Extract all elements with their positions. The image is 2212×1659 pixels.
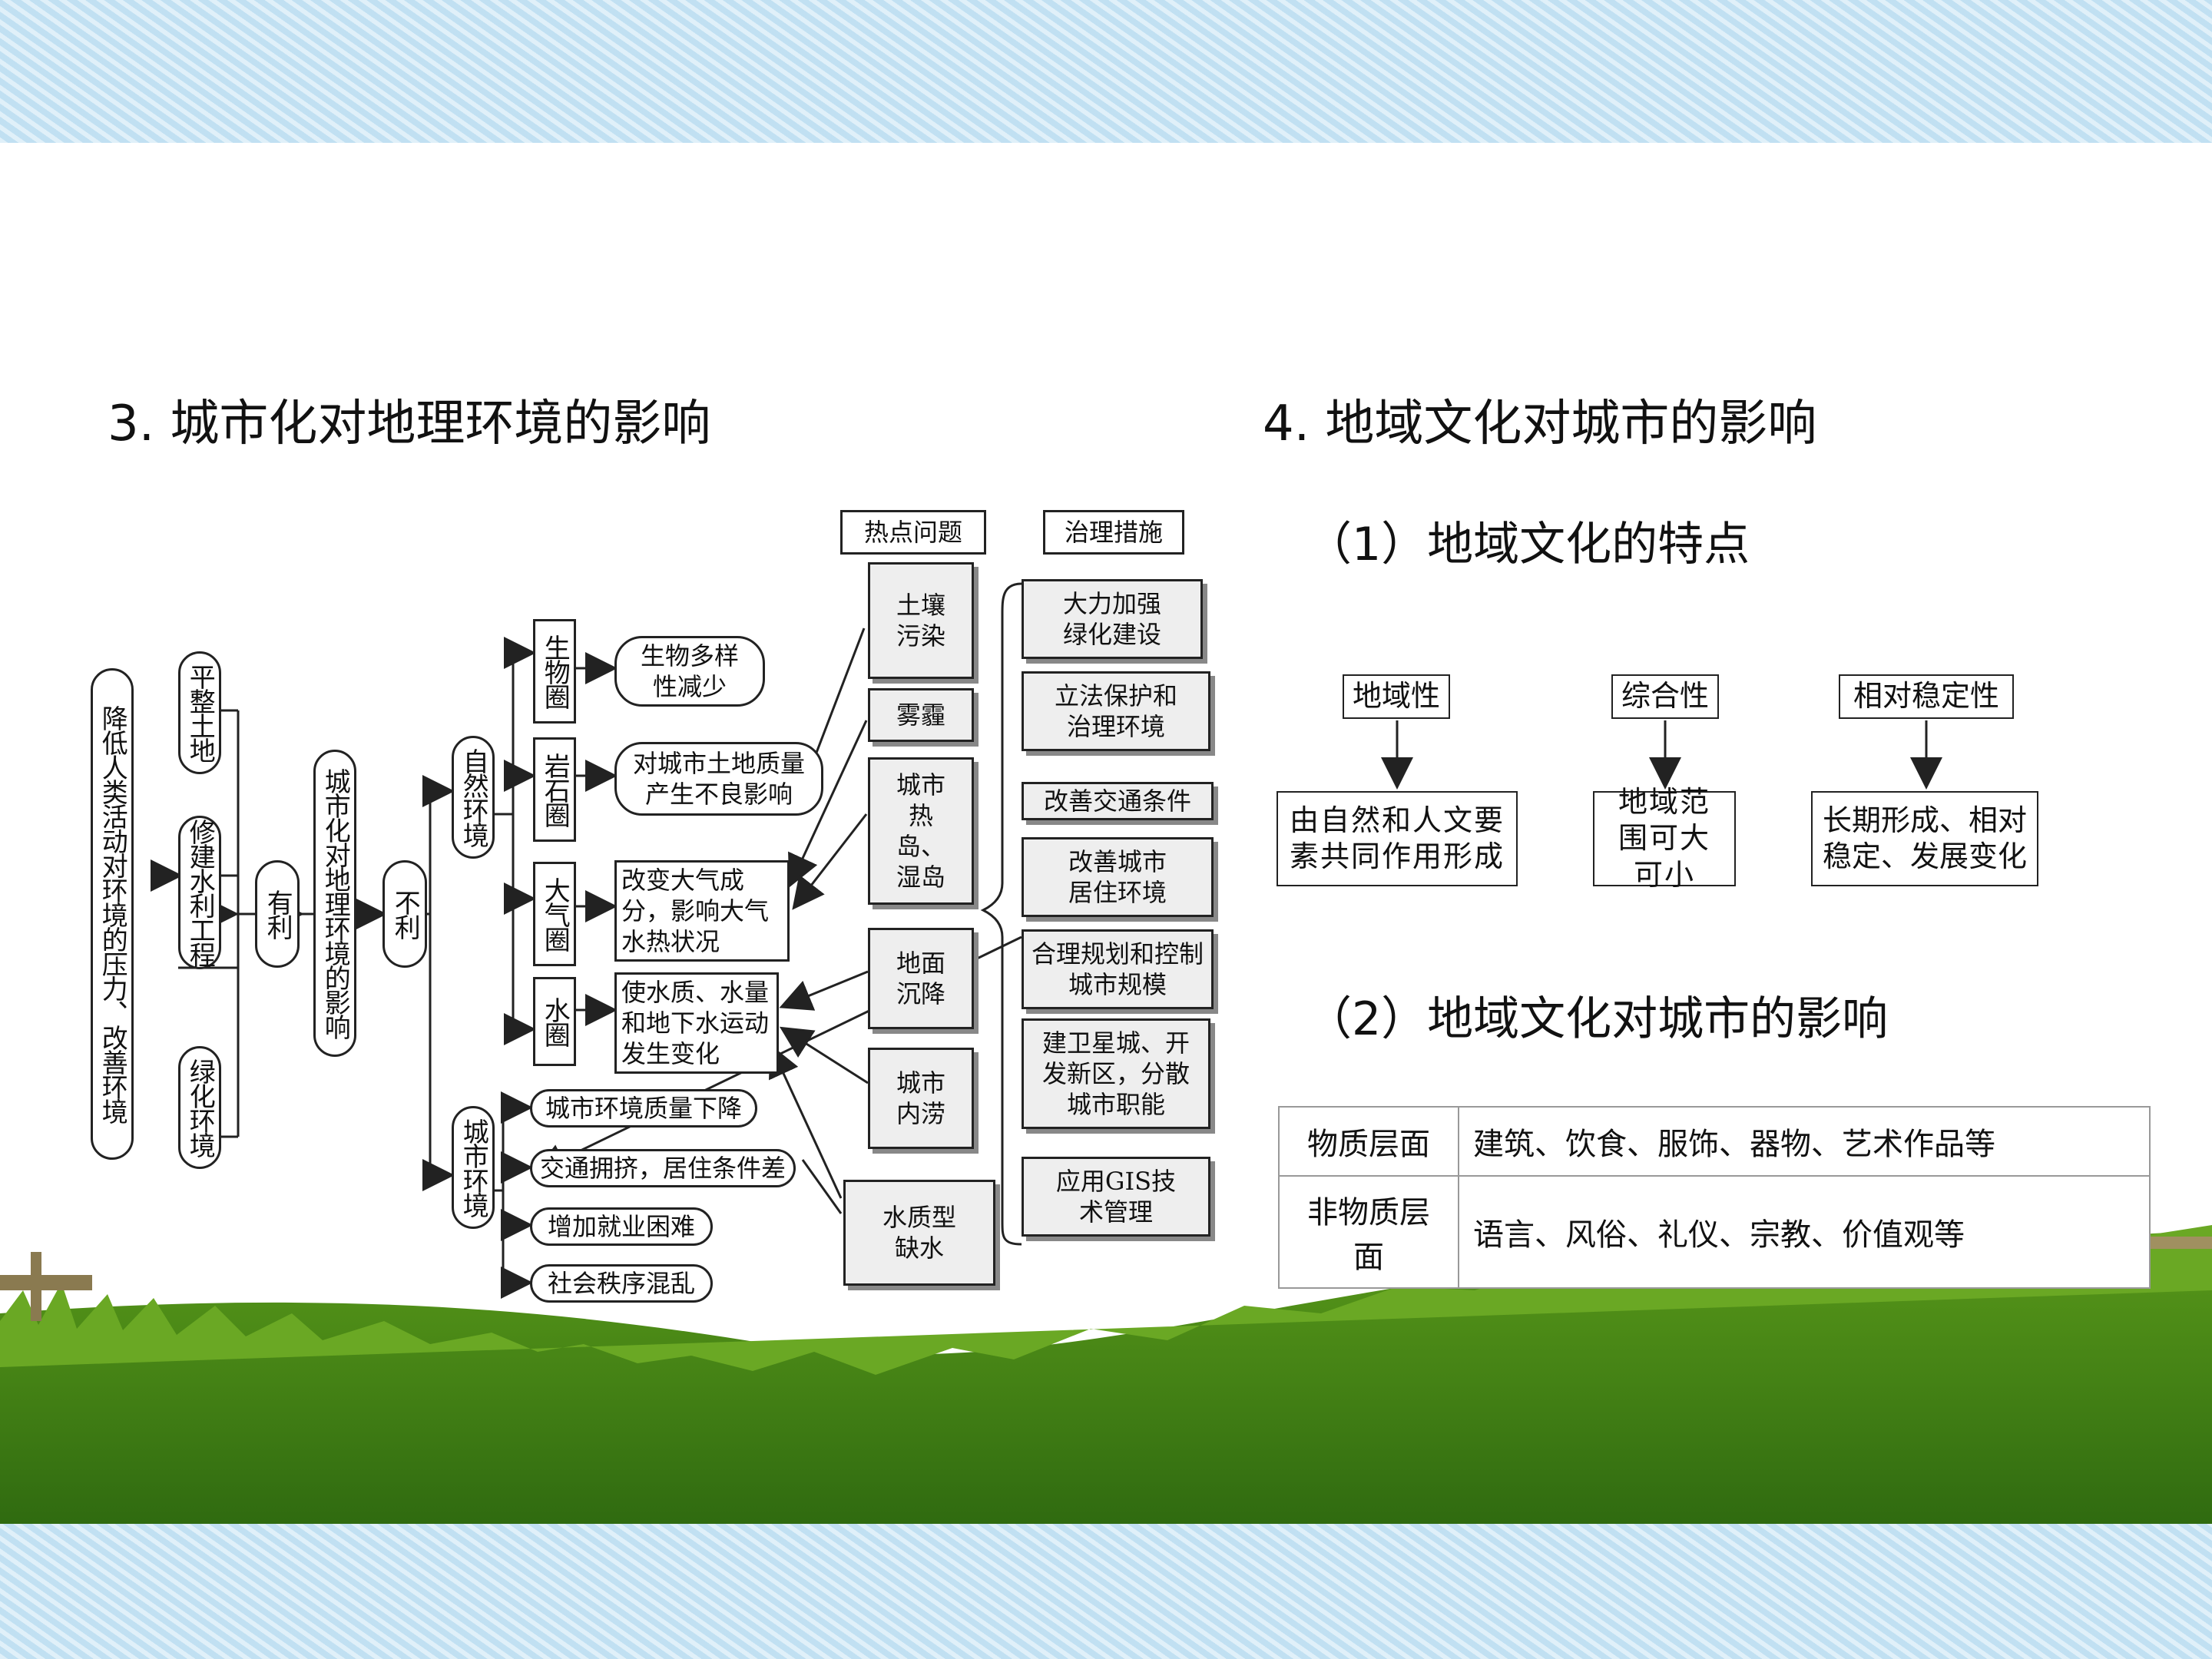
right-section-title: 4. 地域文化对城市的影响 xyxy=(1263,396,1817,452)
left-section-title: 3. 城市化对地理环境的影响 xyxy=(108,396,711,452)
urban-effect-quality: 城市环境质量下降 xyxy=(530,1089,757,1128)
beneficial-item-3: 绿化环境 xyxy=(178,1046,221,1169)
table-row: 物质层面 建筑、饮食、服饰、器物、艺术作品等 xyxy=(1278,1106,2151,1177)
feature-stability-desc: 长期形成、相对稳定、发展变化 xyxy=(1811,791,2038,886)
urban-environment-box: 城市环境 xyxy=(452,1106,495,1229)
subsection-influence-title: （2）地域文化对城市的影响 xyxy=(1306,992,1889,1046)
urban-effect-order: 社会秩序混乱 xyxy=(530,1264,713,1303)
culture-influence-table: 物质层面 建筑、饮食、服饰、器物、艺术作品等 非物质层面 语言、风俗、礼仪、宗教… xyxy=(1278,1106,2151,1289)
harmful-label: 不利 xyxy=(382,860,427,968)
hot-issue-soil: 土壤污染 xyxy=(868,562,974,679)
table-cell-items: 建筑、饮食、服饰、器物、艺术作品等 xyxy=(1458,1106,2151,1177)
measure-living: 改善城市居住环境 xyxy=(1022,837,1214,917)
beneficial-item-2: 修建水利工程 xyxy=(178,816,221,969)
feature-regional-desc: 由自然和人文要素共同作用形成 xyxy=(1277,791,1518,886)
measure-legislation: 立法保护和治理环境 xyxy=(1022,671,1210,751)
feature-stability: 相对稳定性 xyxy=(1839,674,2014,719)
urban-effect-traffic: 交通拥挤，居住条件差 xyxy=(530,1149,796,1187)
urban-effect-employment: 增加就业困难 xyxy=(530,1207,713,1246)
feature-comprehensive: 综合性 xyxy=(1611,674,1719,719)
table-row: 非物质层面 语言、风俗、礼仪、宗教、价值观等 xyxy=(1278,1175,2151,1289)
effect-water: 使水质、水量和地下水运动发生变化 xyxy=(614,972,779,1074)
measure-planning: 合理规划和控制城市规模 xyxy=(1022,929,1214,1009)
feature-comprehensive-desc: 地域范围可大可小 xyxy=(1593,785,1736,892)
table-cell-level: 物质层面 xyxy=(1278,1106,1459,1177)
measure-greening: 大力加强绿化建设 xyxy=(1022,579,1203,659)
subsection-features-title: （1）地域文化的特点 xyxy=(1306,518,1750,571)
table-cell-items: 语言、风俗、礼仪、宗教、价值观等 xyxy=(1458,1175,2151,1289)
measure-traffic: 改善交通条件 xyxy=(1022,782,1214,820)
measure-gis: 应用GIS技术管理 xyxy=(1022,1157,1210,1237)
beneficial-item-1: 平整土地 xyxy=(178,651,221,774)
effect-land-quality: 对城市土地质量产生不良影响 xyxy=(614,742,823,816)
effect-atmosphere: 改变大气成分，影响大气水热状况 xyxy=(614,860,790,962)
sphere-biosphere: 生物圈 xyxy=(533,619,576,724)
measure-satellite-city: 建卫星城、开发新区，分散城市职能 xyxy=(1022,1018,1210,1129)
natural-environment-box: 自然环境 xyxy=(452,736,495,859)
feature-regional: 地域性 xyxy=(1343,674,1450,719)
measures-header: 治理措施 xyxy=(1043,510,1184,555)
hot-issue-waterlogging: 城市内涝 xyxy=(868,1048,974,1149)
hot-issues-header: 热点问题 xyxy=(840,510,986,555)
beneficial-label: 有利 xyxy=(255,860,300,968)
root-goal-box: 降低人类活动对环境的压力、改善环境 xyxy=(91,668,134,1160)
bottom-decor-band xyxy=(0,1524,2212,1659)
hot-issue-smog: 雾霾 xyxy=(868,688,974,742)
sphere-atmosphere: 大气圈 xyxy=(533,862,576,966)
sphere-hydrosphere: 水圈 xyxy=(533,977,576,1066)
top-decor-band xyxy=(0,0,2212,143)
sphere-lithosphere: 岩石圈 xyxy=(533,737,576,842)
hot-issue-subsidence: 地面沉降 xyxy=(868,928,974,1029)
table-cell-level: 非物质层面 xyxy=(1278,1175,1459,1289)
hot-issue-heat-island: 城市热岛、湿岛 xyxy=(868,757,974,905)
effect-biodiversity: 生物多样性减少 xyxy=(614,636,765,707)
hot-issue-water-shortage: 水质型缺水 xyxy=(843,1180,995,1286)
center-topic-box: 城市化对地理环境的影响 xyxy=(313,750,356,1057)
